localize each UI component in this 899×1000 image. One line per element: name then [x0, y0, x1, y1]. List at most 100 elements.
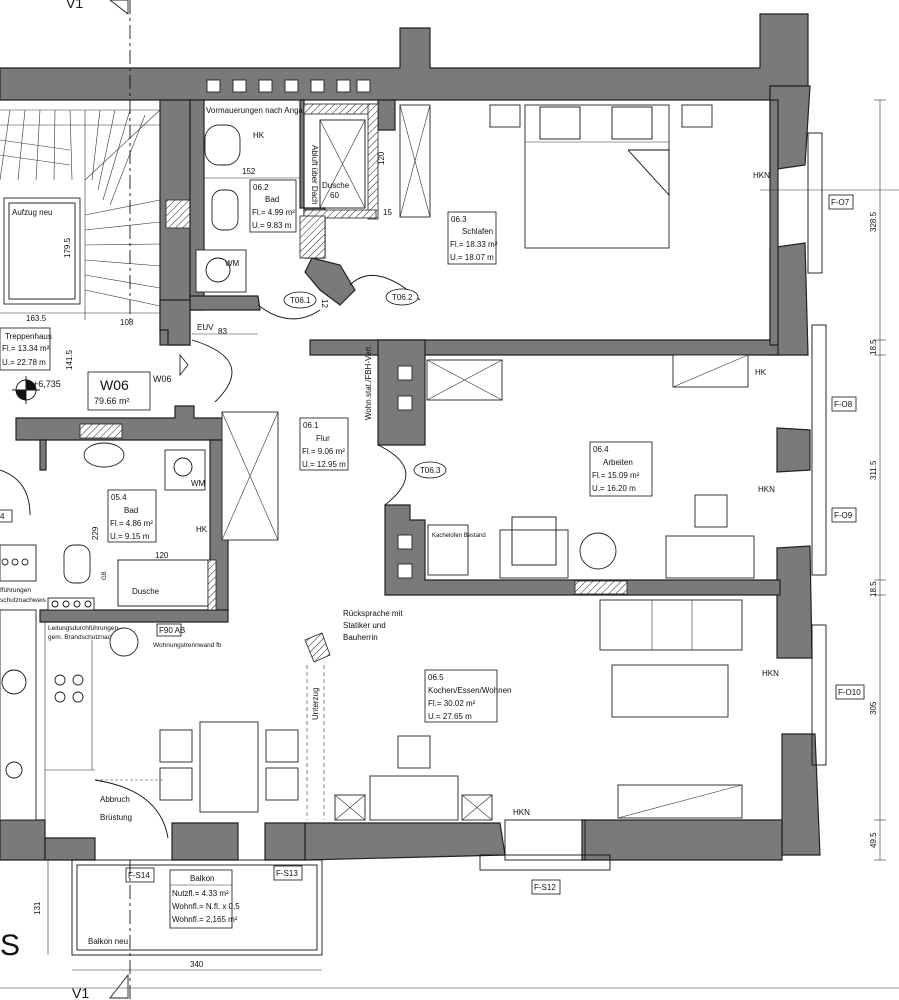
leitung-line-2: gem. Brandschutznachweis [48, 634, 128, 641]
shower-06-2 [319, 119, 366, 209]
neighbour-edge: 4 fführungen schutznachweis S [0, 469, 47, 962]
schlafen-number: 06.3 [451, 215, 467, 224]
balcony: Balkon Nutzfl.= 4.33 m² Wohnfl.= N.fl. x… [33, 859, 323, 971]
dim-141-5: 141.5 [65, 349, 74, 370]
toilet [204, 124, 241, 166]
note-line-1: Rücksprache mit [343, 609, 403, 618]
door-swing-t06-3 [377, 444, 407, 506]
flur-number: 06.1 [303, 421, 319, 430]
dining-table [199, 721, 259, 813]
bad2-number: 05.4 [111, 493, 127, 502]
dim-131: 131 [33, 901, 42, 915]
bad2-area: Fl.= 4.86 m² [110, 519, 153, 528]
window-f-o9: F-O9 [834, 511, 853, 520]
window-f-o8: F-O8 [834, 400, 853, 409]
arbeiten-number: 06.4 [593, 445, 609, 454]
hkn-label-wohnen: HKN [762, 669, 779, 678]
kochen-number: 06.5 [428, 673, 444, 682]
leitung-line-1: Leitungsdurchführungen [48, 625, 118, 632]
neighbour-note-2: schutznachweis [0, 597, 47, 604]
gb-label: GB [102, 571, 108, 580]
wm-label-bath1: WM [225, 259, 240, 268]
unit-area: 79.66 m² [94, 396, 130, 406]
washing-machine-spot [195, 249, 247, 293]
hk-label-bath1: HK [253, 131, 265, 140]
arbeiten-name: Arbeiten [603, 458, 633, 467]
balkon-neu-label: Balkon neu [88, 937, 128, 946]
abluft-note: Abluft über Dach [310, 145, 319, 205]
window-f-s14: F-S14 [128, 871, 150, 880]
dim-18-5-b: 18.5 [869, 581, 878, 597]
study-06-4: HK HKN 06.4 Arbeiten Fl.= 15.09 m² U.= 1… [426, 354, 775, 579]
hkn-label-arbeiten: HKN [758, 485, 775, 494]
hk-label-arbeiten: HK [755, 368, 767, 377]
armchair [499, 529, 569, 579]
dim-340: 340 [190, 960, 204, 969]
dim-311-5: 311.5 [869, 460, 878, 480]
f90-label: F90 AB [159, 626, 185, 635]
unit-tag: W06 79.66 m² +6,735 [12, 371, 151, 411]
section-marker-top: V1 [66, 0, 131, 320]
hk-label-bath2: HK [196, 525, 208, 534]
entry-door-swing [191, 339, 233, 403]
entry-door-label: W06 [153, 374, 172, 384]
dim-12: 12 [320, 299, 329, 308]
door-tag-t06-3: T06.3 [420, 466, 441, 475]
section-marker-bottom: V1 [72, 860, 131, 1000]
neighbour-note-1: fführungen [0, 587, 31, 594]
dim-120-b: 120 [155, 551, 169, 560]
dim-163-5: 163.5 [26, 314, 47, 323]
window-f-o7: F-O7 [831, 198, 850, 207]
balkon-name: Balkon [190, 874, 214, 883]
wm-spot-05-4 [164, 449, 206, 491]
window-f-s12: F-S12 [534, 883, 556, 892]
desk-chair [694, 494, 728, 528]
double-bed [524, 104, 670, 249]
kochen-area: Fl.= 30.02 m² [428, 699, 476, 708]
sofa [599, 599, 743, 651]
staircase: Aufzug neu 179.5 163.5 108 Treppenhaus F… [0, 109, 161, 371]
shower-label-bath2: Dusche [132, 587, 160, 596]
kachelofen [427, 524, 469, 576]
trennwand-label: Wohnungstrennwand fb [153, 642, 222, 649]
dim-179-5: 179.5 [63, 237, 72, 258]
living-chair [397, 735, 431, 769]
balkon-nutzfl: Nutzfl.= 4.33 m² [172, 889, 229, 898]
desk [665, 535, 755, 579]
euv-label: EUV [197, 323, 214, 332]
bad1-perimeter: U.= 9.83 m [252, 221, 292, 230]
wm-label-bath2: WM [191, 479, 206, 488]
bad2-name: Bad [124, 506, 138, 515]
window-f-s13: F-S13 [276, 869, 298, 878]
kachelofen-label: Kachelofen Bestand [432, 533, 486, 539]
kochen-perimeter: U.= 27.65 m [428, 712, 472, 721]
section-label-bottom: V1 [72, 985, 89, 1000]
schlafen-perimeter: U.= 18.07 m [450, 253, 494, 262]
coffee-table [611, 664, 729, 718]
hkn-label-bottom: HKN [513, 808, 530, 817]
shower-05-4 [117, 559, 209, 607]
sink-05-4 [83, 442, 125, 468]
treppenhaus-name: Treppenhaus [5, 332, 52, 341]
balkon-wohnfl: Wohnfl.= 2,165 m² [172, 915, 238, 924]
unit-id: W06 [100, 377, 129, 393]
dim-152: 152 [242, 167, 256, 176]
side-table [579, 532, 617, 570]
elevator-shaft [3, 197, 81, 305]
vormauerung-note: Vormauerungen nach Angabe Bauleitung [206, 106, 352, 115]
flur-perimeter: U.= 12.95 m [302, 460, 346, 469]
nightstand-right [681, 104, 713, 128]
bath-sink [211, 189, 239, 231]
elevator-label: Aufzug neu [12, 208, 52, 217]
treppenhaus-perimeter: U.= 22.78 m [2, 358, 46, 367]
level-marker: +6,735 [33, 379, 61, 389]
note-line-2: Statiker und [343, 621, 386, 630]
dim-18-5-a: 18.5 [869, 339, 878, 355]
wohn-stat-label: Wohn.stat./FBH-Vert. [364, 345, 373, 420]
balkon-wohnfl-formula: Wohnfl.= N.fl. x 0,5 [172, 902, 240, 911]
dim-49-5: 49.5 [869, 832, 878, 848]
bedroom-06-3: 06.3 Schlafen Fl.= 18.33 m² U.= 18.07 m … [349, 104, 770, 306]
hkn-label-schlafen: HKN [753, 171, 770, 180]
windows: F-O7 F-O8 F-O9 F-O10 F-S12 F-S13 F-S14 [125, 132, 865, 895]
